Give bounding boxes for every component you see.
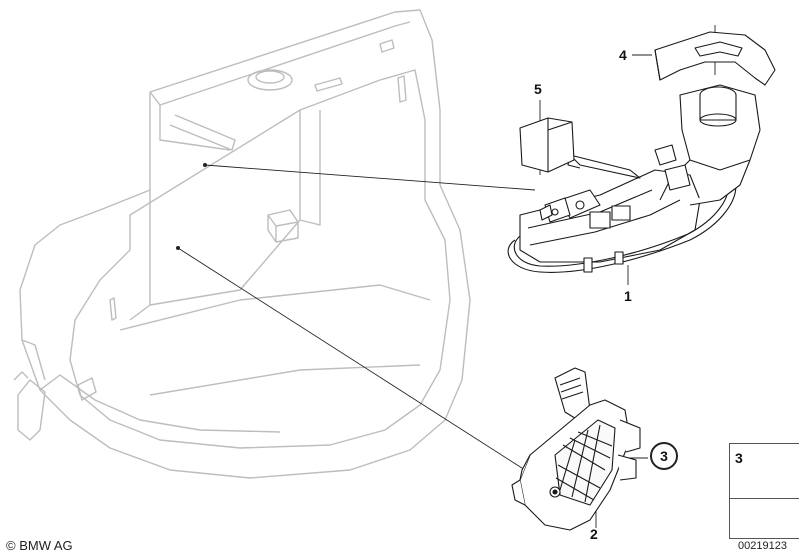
callout-part-5: 5	[534, 81, 542, 97]
top-cover	[654, 31, 776, 86]
gear-selector-assembly	[507, 84, 761, 273]
legend-symbol-box	[729, 498, 799, 539]
cover-plate	[519, 117, 575, 173]
callout-part-4: 4	[619, 47, 627, 63]
leader-lines	[177, 25, 716, 528]
copyright-text: © BMW AG	[6, 538, 73, 553]
bracket	[511, 367, 641, 531]
leader-dots	[176, 163, 207, 250]
legend-part-number: 3	[735, 450, 743, 466]
callout-part-2: 2	[590, 526, 598, 542]
callout-part-3-circled: 3	[650, 442, 678, 470]
document-number: 00219123	[738, 540, 787, 552]
callout-part-1: 1	[624, 288, 632, 304]
console-housing	[13, 9, 471, 479]
